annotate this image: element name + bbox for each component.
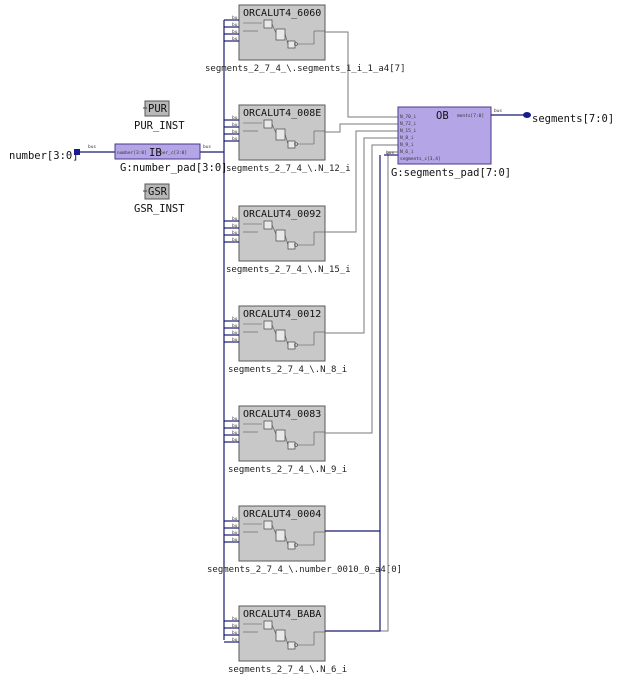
ob-inner-right: ments[7:0] [457,113,484,119]
ob-pin: N_9_i [400,142,414,148]
ob-pin: N_6_i [400,149,414,155]
lut-instance-name: segments_2_7_4_\.segments_1_i_1_a4[7] [205,64,405,74]
svg-text:bu: bu [232,330,238,336]
svg-text:bu: bu [232,616,238,622]
number-input-port[interactable]: number[3:0] bus [9,144,115,162]
ob-pin: N_70_i [400,114,417,120]
svg-text:bu: bu [232,316,238,322]
gsr-box-label: GSR [148,186,168,198]
svg-text:bu: bu [232,122,238,128]
svg-text:bu: bu [232,230,238,236]
svg-text:bu: bu [232,29,238,35]
svg-text:bu: bu [232,22,238,28]
segments-output-port[interactable]: segments[7:0] [491,112,614,125]
lut-instance-name: segments_2_7_4_\.number_0010_0_a4[0] [207,565,402,575]
svg-text:bu: bu [232,216,238,222]
svg-text:bu: bu [232,623,238,629]
number-pad-name: G:number_pad[3:0] [120,162,227,174]
svg-text:bus: bus [88,144,96,150]
ob-pin: segments_c[3,4] [400,156,441,162]
svg-text:bu: bu [232,115,238,121]
lut-instance-name: segments_2_7_4_\.N_8_i [228,365,347,375]
lut-block[interactable]: ORCALUT4_0083bubububusegments_2_7_4_\.N_… [224,405,347,475]
lut-instance-name: segments_2_7_4_\.N_15_i [226,265,351,275]
lut-block[interactable]: ORCALUT4_BABAbubububusegments_2_7_4_\.N_… [224,605,347,675]
svg-text:bu: bu [232,637,238,643]
ob-pin: N_15_i [400,128,417,134]
segments-pad-ob[interactable]: OB ments[7:0] N_70_i N_72_i N_15_i N_8_i… [386,106,511,179]
lut-title: ORCALUT4_BABA [243,609,321,620]
lut-blocks: ORCALUT4_6060bubububusegments_2_7_4_\.se… [205,4,405,675]
lut-instance-name: segments_2_7_4_\.N_12_i [226,164,351,174]
lut-block[interactable]: ORCALUT4_0012bubububusegments_2_7_4_\.N_… [224,305,347,375]
lut-title: ORCALUT4_0012 [243,309,321,320]
ob-pin: N_8_i [400,135,414,141]
lut-title: ORCALUT4_0083 [243,409,321,420]
svg-text:bu: bu [232,223,238,229]
svg-text:bus: bus [203,144,211,150]
input-bus [200,20,225,640]
svg-text:bu: bu [232,523,238,529]
lut-block[interactable]: ORCALUT4_0092bubububusegments_2_7_4_\.N_… [224,205,351,275]
lut-block[interactable]: ORCALUT4_0004bubububusegments_2_7_4_\.nu… [207,505,402,575]
pur-instance-name: PUR_INST [134,120,185,132]
number-pad-inner-right: ber_c[3:0] [160,150,187,156]
pur-instance[interactable]: PUR PUR_INST [134,100,185,132]
segments-pad-name: G:segments_pad[7:0] [391,167,511,179]
lut-instance-name: segments_2_7_4_\.N_6_i [228,665,347,675]
svg-text:bu: bu [232,129,238,135]
ob-pin: N_72_i [400,121,417,127]
lut-title: ORCALUT4_0092 [243,209,321,220]
svg-text:bu: bu [232,36,238,42]
ob-label: OB [436,110,449,122]
svg-text:bu: bu [232,237,238,243]
gsr-instance-name: GSR_INST [134,203,185,215]
number-pad-inner-left: number[3:0] [117,150,147,156]
svg-text:bu: bu [232,423,238,429]
svg-text:bu: bu [232,630,238,636]
svg-text:bus: bus [494,108,502,114]
gsr-instance[interactable]: GSR GSR_INST [134,183,185,215]
svg-text:bu: bu [232,437,238,443]
segments-port-label: segments[7:0] [532,113,614,125]
pur-box-label: PUR [148,103,168,115]
svg-text:bu: bu [232,516,238,522]
lut-block[interactable]: ORCALUT4_6060bubububusegments_2_7_4_\.se… [205,4,405,74]
svg-text:bu: bu [232,416,238,422]
number-port-connector [74,149,80,155]
number-pad-ib[interactable]: number[3:0] IB ber_c[3:0] bus G:number_p… [114,143,227,174]
svg-text:bu: bu [232,323,238,329]
lut-block[interactable]: ORCALUT4_008Ebubububusegments_2_7_4_\.N_… [224,104,351,174]
lut-instance-name: segments_2_7_4_\.N_9_i [228,465,347,475]
svg-text:bu: bu [232,537,238,543]
svg-text:bu: bu [232,430,238,436]
svg-text:bu: bu [232,136,238,142]
number-pad-ib-label: IB [149,147,162,159]
number-port-label: number[3:0] [9,150,79,162]
segments-port-connector [523,112,531,118]
svg-text:bu: bu [232,15,238,21]
lut-title: ORCALUT4_0004 [243,509,321,520]
svg-text:bus: bus [386,150,394,156]
lut-to-ob-wires [325,31,398,632]
lut-title: ORCALUT4_6060 [243,8,321,19]
svg-text:bu: bu [232,337,238,343]
svg-text:bu: bu [232,530,238,536]
lut-title: ORCALUT4_008E [243,108,321,119]
